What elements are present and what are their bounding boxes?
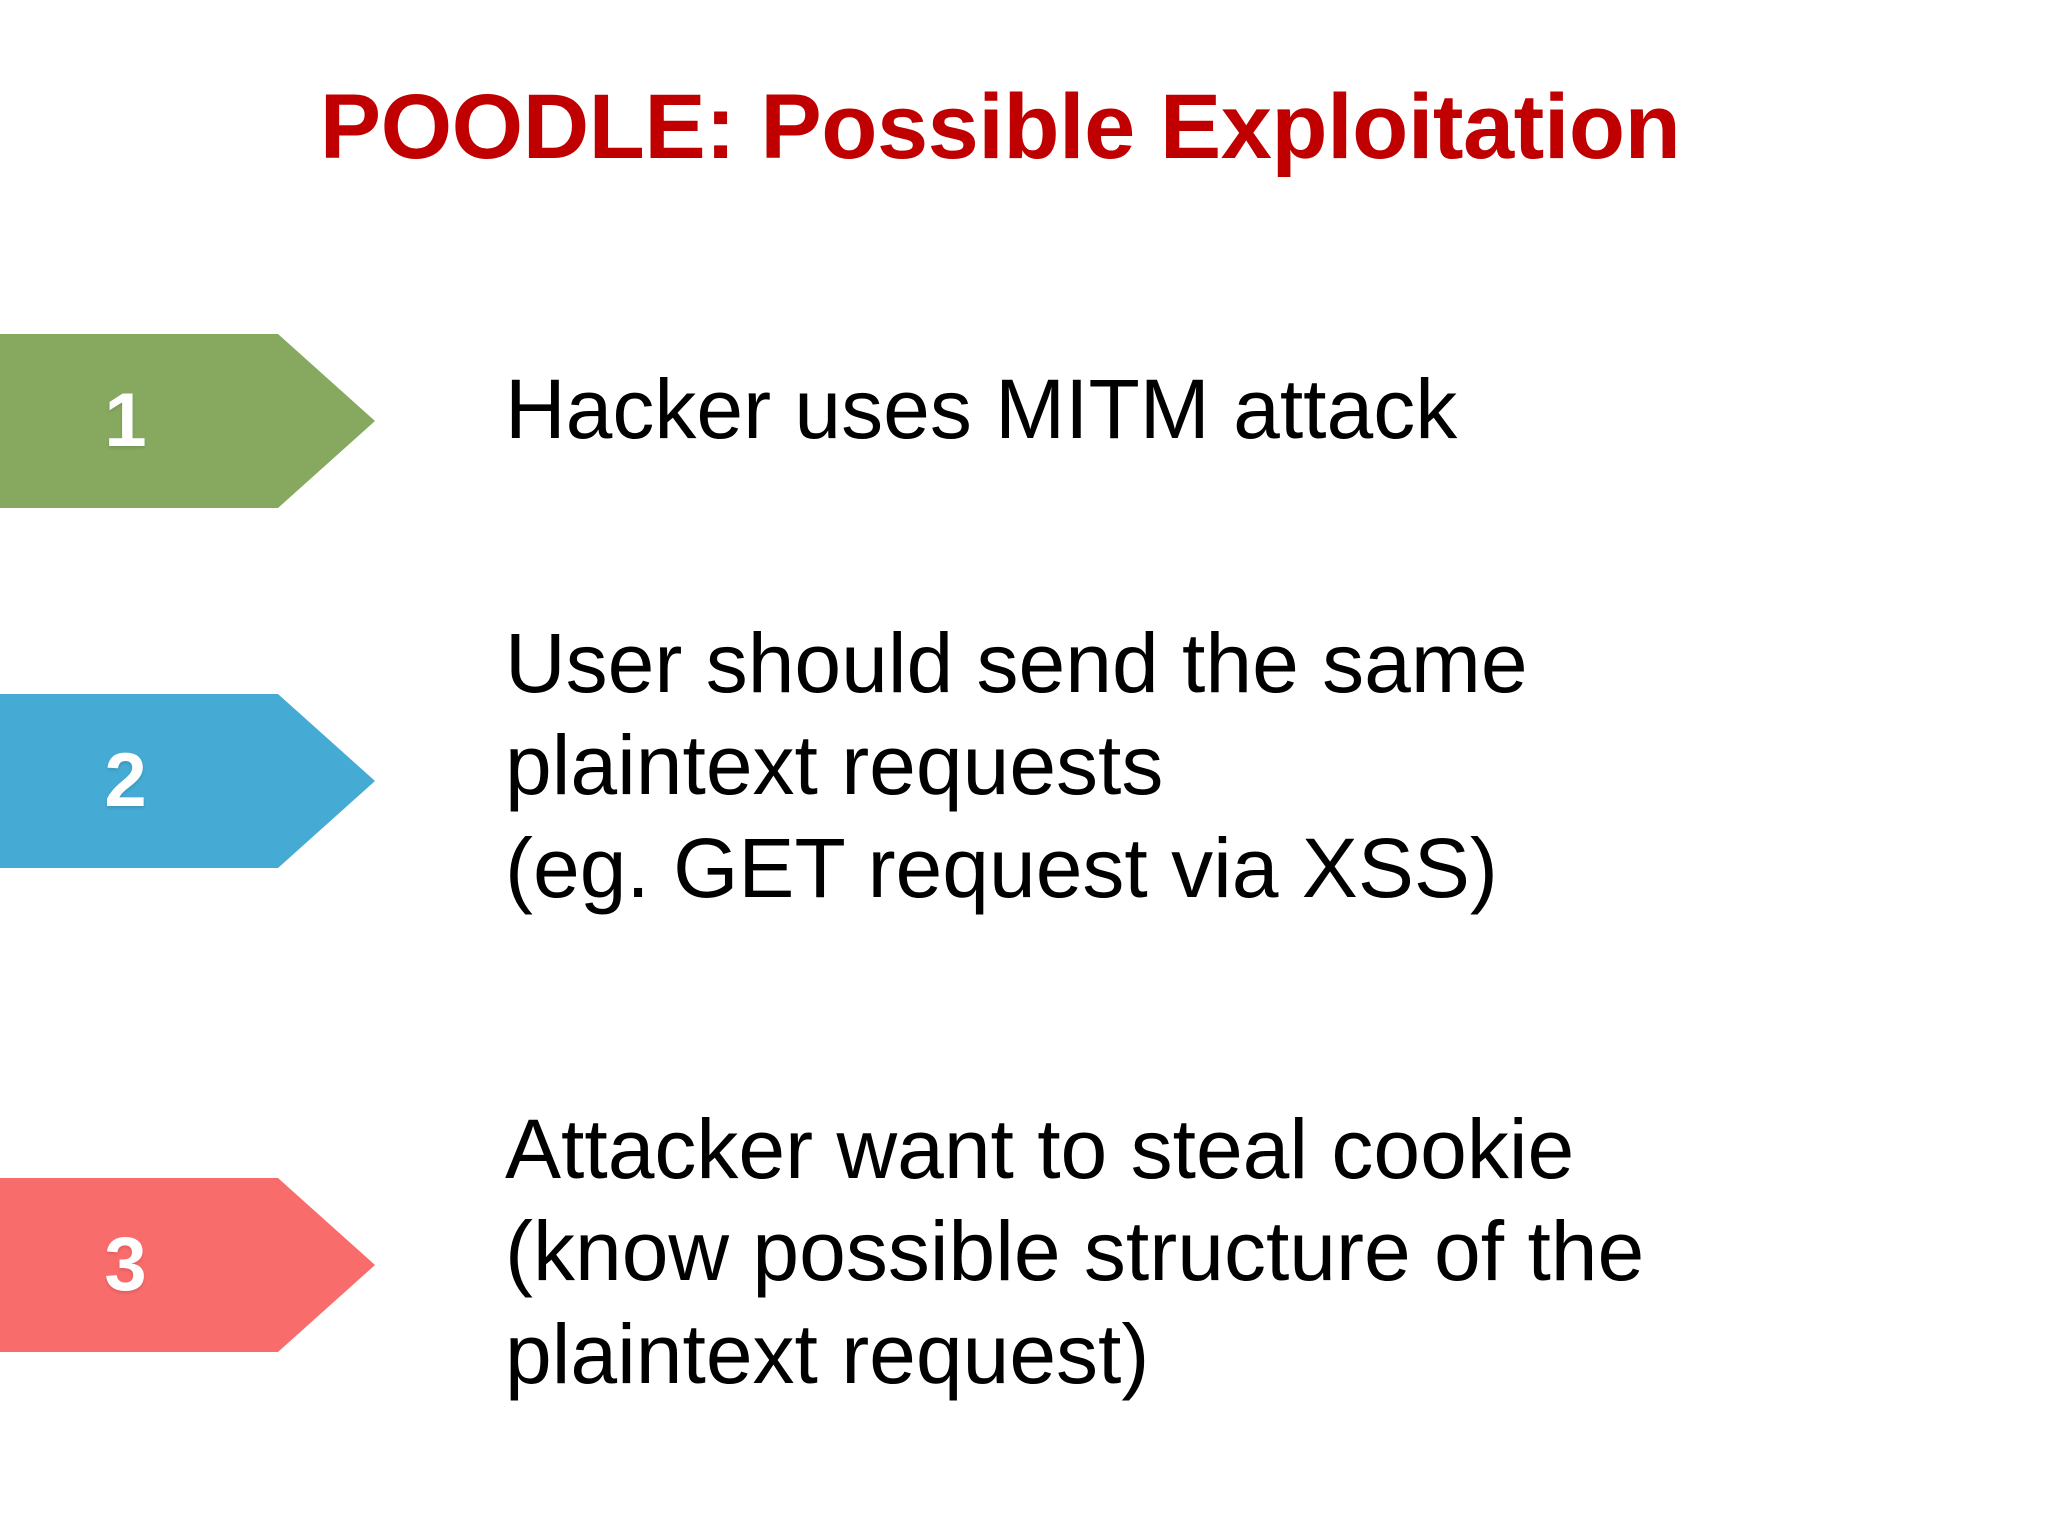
step-3-number: 3 [104,1222,147,1307]
step-1-text: Hacker uses MITM attack [505,362,1458,456]
step-2-text: User should send the same plaintext requ… [505,616,1528,915]
page-title: POODLE: Possible Exploitation [319,76,1681,178]
step-1-chevron-badge: 1 [0,334,375,508]
step-3-chevron-badge: 3 [0,1178,375,1352]
step-2-number: 2 [104,738,147,823]
step-2-chevron-badge: 2 [0,694,375,868]
step-3-text: Attacker want to steal cookie (know poss… [505,1102,1645,1401]
step-1-number: 1 [104,378,147,463]
